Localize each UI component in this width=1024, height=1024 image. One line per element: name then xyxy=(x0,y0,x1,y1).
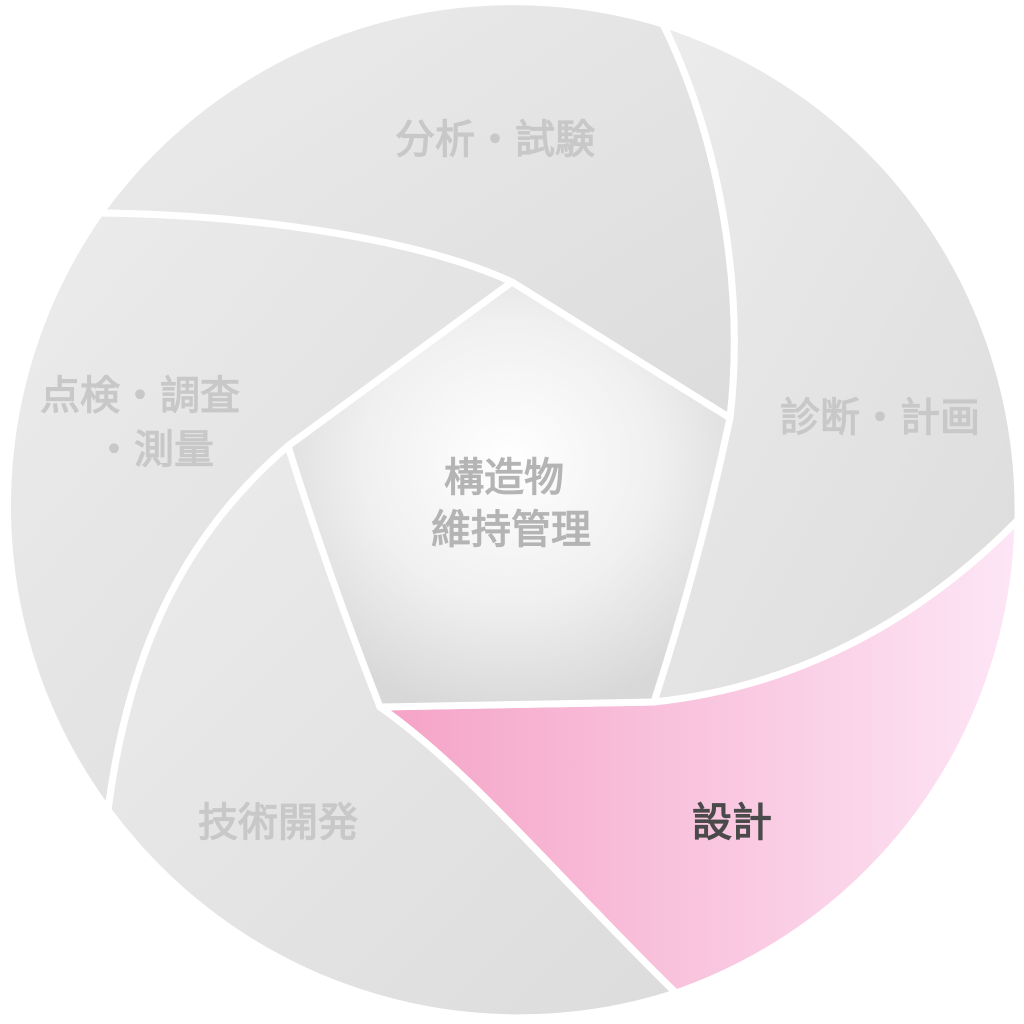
segment-design-label: 設計 xyxy=(692,800,772,846)
segment-inspection-label-line-1: 点検・調査 xyxy=(40,373,240,419)
center-hub[interactable] xyxy=(284,278,734,711)
segment-diagnosis-label: 診断・計画 xyxy=(780,395,980,441)
segment-inspection-label: 点検・調査 ・測量 xyxy=(40,373,254,473)
segment-analysis-label-line: 分析・試験 xyxy=(395,117,596,163)
center-label-line-1: 構造物 xyxy=(444,455,564,501)
segment-inspection-label-line-2: ・測量 xyxy=(94,427,214,473)
segment-design-label-line: 設計 xyxy=(692,800,772,846)
center-label: 構造物 維持管理 xyxy=(431,455,591,553)
segment-tech-dev-label-line: 技術開発 xyxy=(198,800,359,846)
segment-inspection[interactable] xyxy=(4,209,516,814)
segment-analysis-label: 分析・試験 xyxy=(395,117,596,163)
segment-tech-dev-label: 技術開発 xyxy=(198,800,359,846)
center-label-line-2: 維持管理 xyxy=(431,507,591,553)
segment-diagnosis-label-line: 診断・計画 xyxy=(780,395,980,441)
